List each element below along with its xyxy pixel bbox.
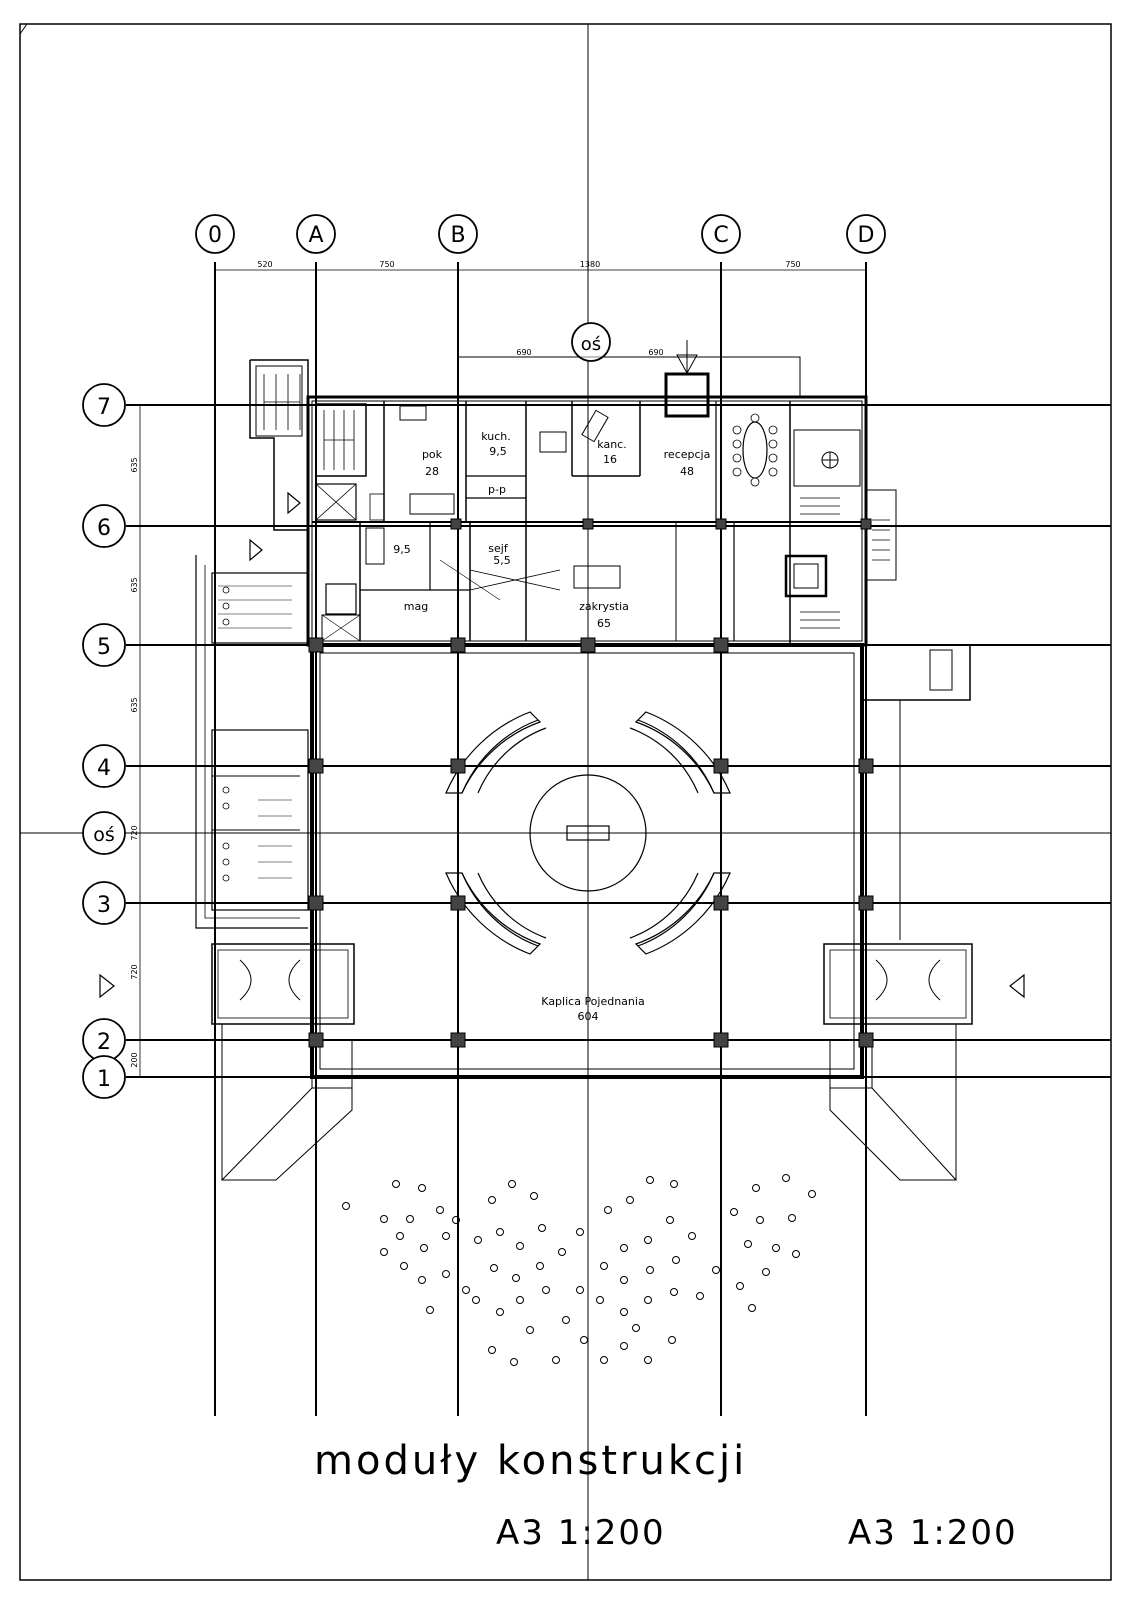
structural-columns xyxy=(308,518,874,1048)
drawing-title: moduły konstrukcji xyxy=(314,1438,747,1484)
dim-left-5: 720 xyxy=(130,964,139,979)
room-name-zakrystia: zakrystia xyxy=(579,600,629,613)
axis-bubble-3: 3 xyxy=(82,881,126,925)
axis-bubble-center: oś xyxy=(571,322,611,362)
row-axis-bubbles: 7 6 5 4 oś 3 2 1 xyxy=(82,383,126,1099)
room-area-kaplica: 604 xyxy=(578,1010,599,1023)
dim-top-1: 520 xyxy=(257,260,272,269)
dimensions: 520 750 1380 750 690 690 635 635 635 720… xyxy=(130,260,866,1077)
axis-label-3: 3 xyxy=(97,893,111,918)
axis-bubble-5: 5 xyxy=(82,623,126,667)
room-name-p-p: p-p xyxy=(488,483,506,496)
room-area-zakrystia: 65 xyxy=(597,617,611,630)
axis-bubble-7: 7 xyxy=(82,383,126,427)
room-area-kanc: 16 xyxy=(603,453,617,466)
room-area-pok: 28 xyxy=(425,465,439,478)
room-name-recepcja: recepcja xyxy=(664,448,711,461)
room-name-kuch: kuch. xyxy=(481,430,511,443)
axis-label-5: 5 xyxy=(97,635,111,660)
center-axis-label: oś xyxy=(581,334,601,355)
room-area-recepcja: 48 xyxy=(680,465,694,478)
sheet-frame xyxy=(19,23,1112,1581)
axis-bubble-4: 4 xyxy=(82,744,126,788)
dim-top-3: 1380 xyxy=(580,260,600,269)
axis-label-C: C xyxy=(713,223,728,248)
axis-bubble-oś: oś xyxy=(82,811,126,855)
axis-label-D: D xyxy=(858,223,875,248)
room-area-sejf: 5,5 xyxy=(493,554,511,567)
dim-left-6: 200 xyxy=(130,1052,139,1067)
dim-top-2: 750 xyxy=(379,260,394,269)
axis-bubble-1: 1 xyxy=(82,1055,126,1099)
room-name-mag: mag xyxy=(404,600,428,613)
sheet-mark xyxy=(19,23,28,35)
axis-label-0: 0 xyxy=(208,223,222,248)
axis-label-6: 6 xyxy=(97,516,111,541)
room-labels: pok 28 kuch. 9,5 kanc. 16 recepcja 48 p-… xyxy=(393,430,710,1023)
landscape-trees xyxy=(342,1174,816,1366)
axis-label-A: A xyxy=(308,223,323,248)
axis-bubble-2: 2 xyxy=(82,1018,126,1062)
dim-center-2: 690 xyxy=(648,348,663,357)
axis-label-B: B xyxy=(450,223,465,248)
scale-label-right: A3 1:200 xyxy=(848,1513,1018,1553)
room-name-sejf: sejf xyxy=(488,542,509,555)
dim-left-4: 720 xyxy=(130,825,139,840)
axis-bubble-A: A xyxy=(296,214,336,254)
dim-left-3: 635 xyxy=(130,697,139,712)
axis-label-oś: oś xyxy=(93,824,115,846)
dim-left-2: 635 xyxy=(130,577,139,592)
room-name-kanc: kanc. xyxy=(597,438,626,451)
room-area-bath: 9,5 xyxy=(393,543,411,556)
axis-label-2: 2 xyxy=(97,1030,111,1055)
dim-left-1: 635 xyxy=(130,457,139,472)
room-area-kuch: 9,5 xyxy=(489,445,507,458)
room-name-kaplica: Kaplica Pojednania xyxy=(541,995,644,1008)
scale-label-left: A3 1:200 xyxy=(496,1513,666,1553)
column-axis-bubbles: 0 A B C D oś xyxy=(195,214,886,362)
axis-bubble-0: 0 xyxy=(195,214,235,254)
dim-center-1: 690 xyxy=(516,348,531,357)
room-name-pok: pok xyxy=(422,448,443,461)
axis-bubble-B: B xyxy=(438,214,478,254)
axis-bubble-D: D xyxy=(846,214,886,254)
building xyxy=(99,340,1025,1181)
axis-label-1: 1 xyxy=(97,1067,111,1092)
axis-bubble-C: C xyxy=(701,214,741,254)
axis-label-4: 4 xyxy=(97,756,111,781)
axis-label-7: 7 xyxy=(97,395,111,420)
axis-bubble-6: 6 xyxy=(82,504,126,548)
axis-grid xyxy=(126,262,1111,1416)
dim-top-4: 750 xyxy=(785,260,800,269)
